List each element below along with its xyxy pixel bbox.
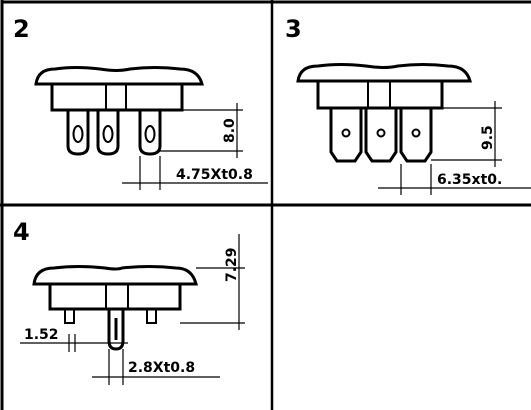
panel-3-terminal — [329, 108, 363, 163]
panel-3-switch-drawing — [296, 63, 472, 163]
panel-4-switch-drawing — [32, 265, 198, 351]
panel-2-width-dimension — [122, 156, 268, 190]
panel-4-terminal — [146, 308, 157, 324]
panel-4: 4 7.29 — [13, 218, 245, 385]
panel-3-width-label: 6.35xt0. — [437, 172, 502, 188]
panel-2-rocker-cap — [34, 66, 204, 86]
panel-2-terminal — [138, 110, 162, 156]
panel-4-width-dimension — [92, 349, 220, 385]
panel-2-terminal — [66, 110, 90, 156]
panel-4-rocker-cap — [32, 265, 198, 286]
panel-2-switch-drawing — [34, 66, 204, 156]
panel-4-height-label: 7.29 — [224, 247, 240, 282]
panel-3-number: 3 — [285, 15, 302, 43]
panel-2-height-dimension — [160, 103, 243, 158]
panel-4-thickness-dimension — [20, 334, 128, 352]
panel-4-housing — [48, 284, 182, 311]
panel-3-housing — [316, 81, 444, 110]
panel-2-width-label: 4.75Xt0.8 — [176, 167, 253, 183]
panel-2: 2 8 — [13, 15, 268, 190]
panel-3-rocker-cap — [296, 63, 472, 83]
panel-4-terminal — [64, 308, 75, 324]
panel-4-width-label: 2.8Xt0.8 — [128, 360, 195, 376]
panel-2-height-label: 8.0 — [222, 118, 238, 143]
panel-4-thickness-label: 1.52 — [24, 327, 59, 343]
panel-4-height-dimension — [180, 234, 245, 330]
panel-3-terminal — [364, 108, 398, 163]
panel-4-terminal — [107, 309, 125, 351]
panel-3-height-label: 9.5 — [480, 125, 496, 150]
panel-3-terminal — [399, 108, 433, 163]
panel-2-housing — [50, 84, 184, 112]
panel-3-height-dimension — [431, 101, 502, 167]
panel-4-number: 4 — [13, 218, 30, 246]
panel-2-number: 2 — [13, 15, 30, 43]
panel-2-terminal — [96, 110, 120, 156]
panel-3-width-dimension — [378, 164, 531, 195]
panel-3: 3 9.5 — [285, 15, 531, 195]
